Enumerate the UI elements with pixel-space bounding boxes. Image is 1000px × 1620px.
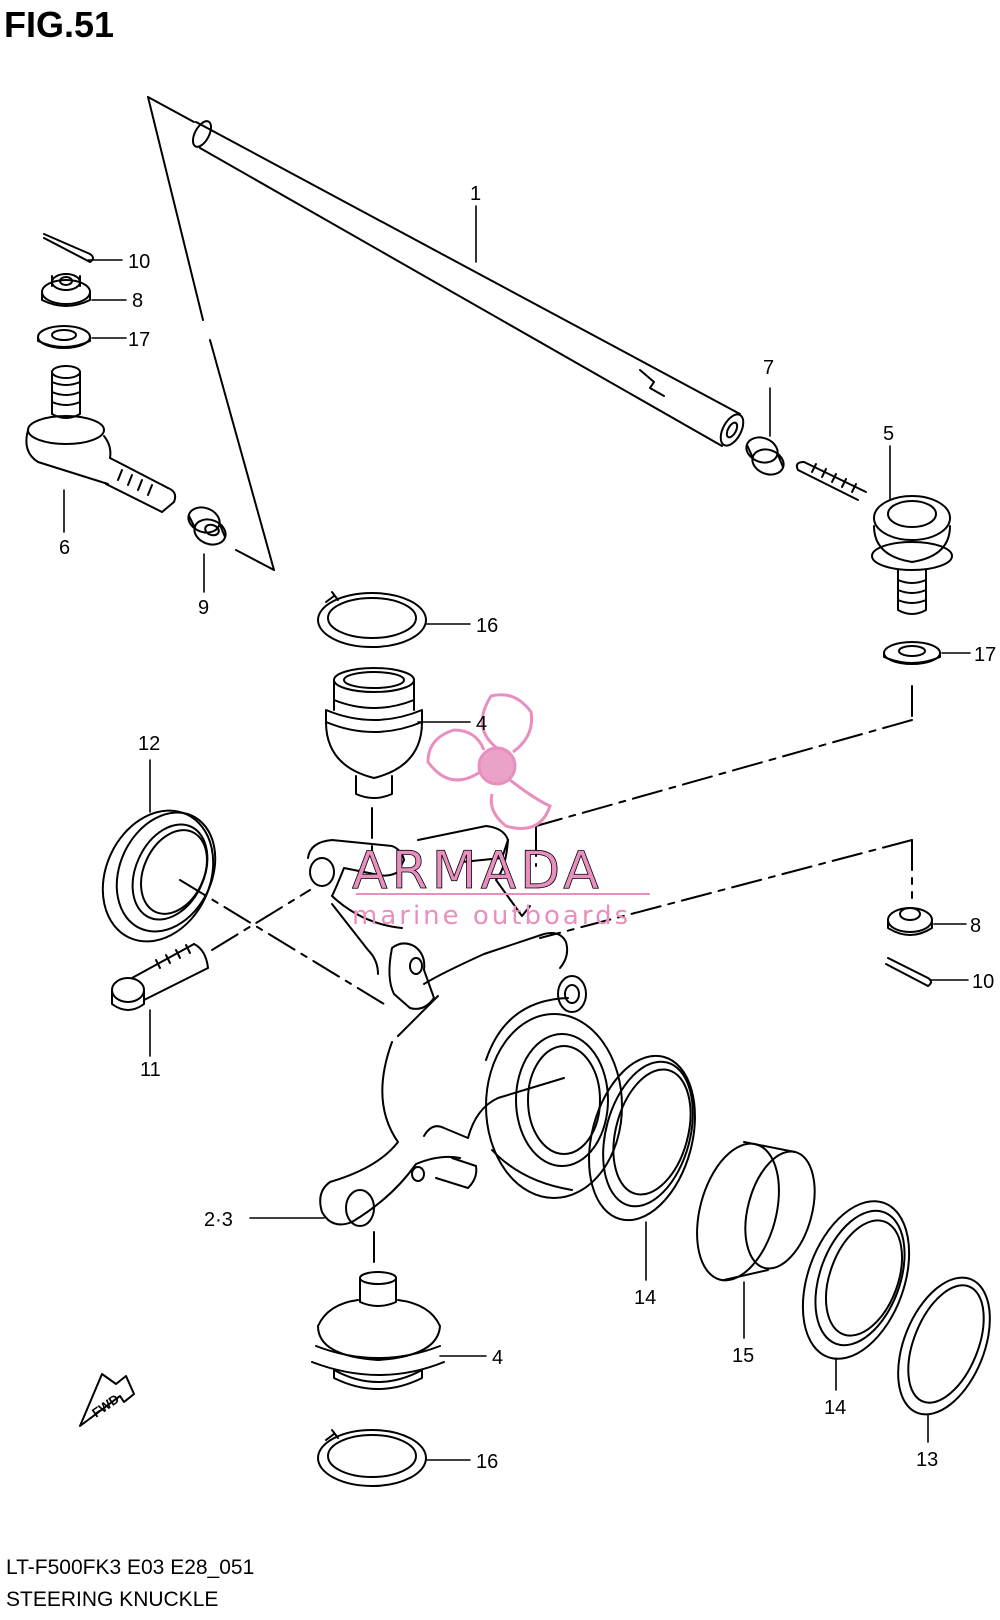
callout-10-top: 10 bbox=[128, 251, 150, 273]
callout-4-lower: 4 bbox=[492, 1347, 503, 1369]
watermark-tagline: marine outboards bbox=[352, 901, 631, 931]
callout-10-right: 10 bbox=[972, 971, 994, 993]
figure-title: FIG.51 bbox=[4, 4, 115, 45]
part-13-seal bbox=[880, 1264, 1000, 1427]
callout-11: 11 bbox=[140, 1059, 161, 1081]
callout-1: 1 bbox=[470, 183, 481, 205]
callout-4-upper: 4 bbox=[476, 713, 487, 735]
assembly-leader-triangle bbox=[148, 97, 274, 570]
part-16-snap-ring-lower bbox=[318, 1430, 426, 1486]
part-17-washer-right bbox=[884, 642, 940, 664]
leader-lines bbox=[64, 206, 970, 1460]
callout-8-right: 8 bbox=[970, 915, 981, 937]
callout-16-top: 16 bbox=[476, 615, 498, 637]
callout-14-first: 14 bbox=[634, 1287, 656, 1309]
watermark-brand: ARMADA bbox=[352, 841, 603, 901]
part-4-ball-joint-upper bbox=[326, 668, 422, 798]
forward-arrow-icon bbox=[80, 1374, 134, 1426]
part-8-nut-top bbox=[42, 274, 90, 306]
callout-14-second: 14 bbox=[824, 1397, 846, 1419]
part-10-cotter-pin-right bbox=[886, 958, 931, 986]
part-12-seal bbox=[82, 792, 234, 959]
callout-8-top: 8 bbox=[132, 290, 143, 312]
callout-16-lower: 16 bbox=[476, 1451, 498, 1473]
part-1-tie-rod bbox=[189, 118, 748, 449]
callout-17-top: 17 bbox=[128, 329, 150, 351]
part-17-washer-top bbox=[38, 326, 90, 348]
part-15-spacer bbox=[683, 1135, 826, 1290]
part-6-tie-rod-end bbox=[26, 366, 175, 512]
part-8-nut-right bbox=[888, 908, 932, 935]
callout-12: 12 bbox=[138, 733, 160, 755]
callout-2-3: 2·3 bbox=[204, 1209, 233, 1231]
part-14-bearing-second bbox=[783, 1187, 929, 1374]
callout-6: 6 bbox=[59, 537, 70, 559]
callout-5: 5 bbox=[883, 423, 894, 445]
callout-15: 15 bbox=[732, 1345, 754, 1367]
callout-7: 7 bbox=[763, 357, 774, 379]
part-9-nut bbox=[185, 503, 229, 548]
part-14-bearing-first bbox=[572, 1044, 712, 1232]
part-4-ball-joint-lower bbox=[312, 1272, 444, 1389]
diagram-code: LT-F500FK3 E03 E28_051 bbox=[6, 1556, 255, 1579]
callout-9: 9 bbox=[198, 597, 209, 619]
callout-17-right: 17 bbox=[974, 644, 996, 666]
part-10-cotter-pin-top bbox=[44, 234, 93, 262]
callout-13: 13 bbox=[916, 1449, 938, 1471]
part-7-nut bbox=[743, 433, 787, 478]
callout-labels: 1 7 5 10 8 17 6 9 16 17 4 12 8 10 11 2·3… bbox=[59, 183, 996, 1473]
watermark: ARMADA marine outboards bbox=[352, 695, 650, 931]
part-5-tie-rod-end bbox=[797, 462, 952, 614]
diagram-name: STEERING KNUCKLE bbox=[6, 1588, 219, 1611]
part-11-bolt bbox=[112, 944, 208, 1010]
part-16-snap-ring-top bbox=[318, 592, 426, 647]
propeller-logo-icon bbox=[428, 695, 550, 829]
assembly-dashed-lines bbox=[180, 686, 912, 1268]
